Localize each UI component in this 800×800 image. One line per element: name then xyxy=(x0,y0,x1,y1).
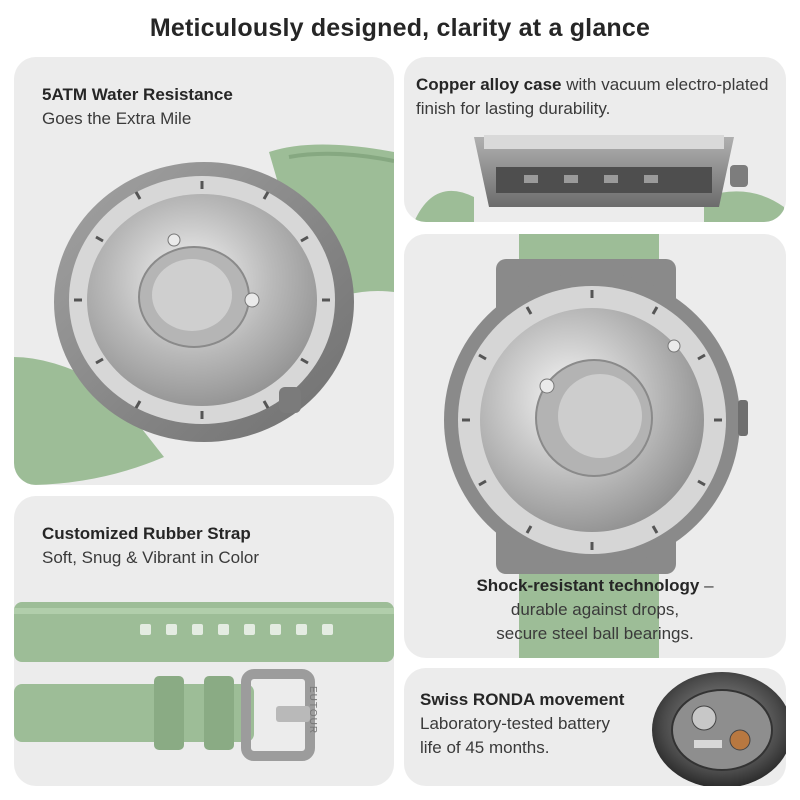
strap-holes xyxy=(140,624,333,635)
watch-side-profile-image xyxy=(414,135,784,222)
rubber-strap-title: Customized Rubber Strap xyxy=(42,524,251,543)
movement-title: Swiss RONDA movement xyxy=(420,690,625,709)
shock-resistant-dash: – xyxy=(699,576,714,595)
shock-resistant-title: Shock-resistant technology xyxy=(476,576,700,595)
buckle-engraving-text: EUTOUR xyxy=(307,686,318,734)
movement-line1: Laboratory-tested battery xyxy=(420,714,610,733)
rubber-strap-subtitle: Soft, Snug & Vibrant in Color xyxy=(42,548,260,567)
watch-angled-image xyxy=(14,144,394,485)
watch-front-image xyxy=(444,234,748,658)
shock-resistant-line2: durable against drops, xyxy=(510,600,680,619)
movement-line2: life of 45 months. xyxy=(420,738,550,757)
shock-resistant-text: Shock-resistant technology – durable aga… xyxy=(404,574,786,646)
page-headline: Meticulously designed, clarity at a glan… xyxy=(149,14,651,42)
feature-card-shock-resistant: Shock-resistant technology – durable aga… xyxy=(404,234,786,658)
water-resistance-text: 5ATM Water Resistance Goes the Extra Mil… xyxy=(42,83,233,131)
copper-case-description: with vacuum electro-plated finish for la… xyxy=(416,75,769,118)
feature-card-copper-case: Copper alloy case with vacuum electro-pl… xyxy=(404,57,786,222)
rubber-strap-text: Customized Rubber Strap Soft, Snug & Vib… xyxy=(42,522,259,570)
movement-image xyxy=(652,672,786,786)
feature-card-rubber-strap: EUTOUR Customized Rubber Strap Soft, Snu… xyxy=(14,496,394,786)
feature-card-water-resistance: 5ATM Water Resistance Goes the Extra Mil… xyxy=(14,57,394,485)
feature-card-ronda-movement: Swiss RONDA movement Laboratory-tested b… xyxy=(404,668,786,786)
bezel-ticks xyxy=(74,181,330,419)
water-resistance-subtitle: Goes the Extra Mile xyxy=(42,109,192,128)
bezel-ticks-front xyxy=(462,290,722,550)
copper-case-text: Copper alloy case with vacuum electro-pl… xyxy=(416,73,784,121)
water-resistance-title: 5ATM Water Resistance xyxy=(42,85,233,104)
shock-resistant-line3: secure steel ball bearings. xyxy=(496,624,694,643)
copper-case-title: Copper alloy case xyxy=(416,75,562,94)
strap-image: EUTOUR xyxy=(14,602,394,761)
movement-text: Swiss RONDA movement Laboratory-tested b… xyxy=(420,688,624,760)
